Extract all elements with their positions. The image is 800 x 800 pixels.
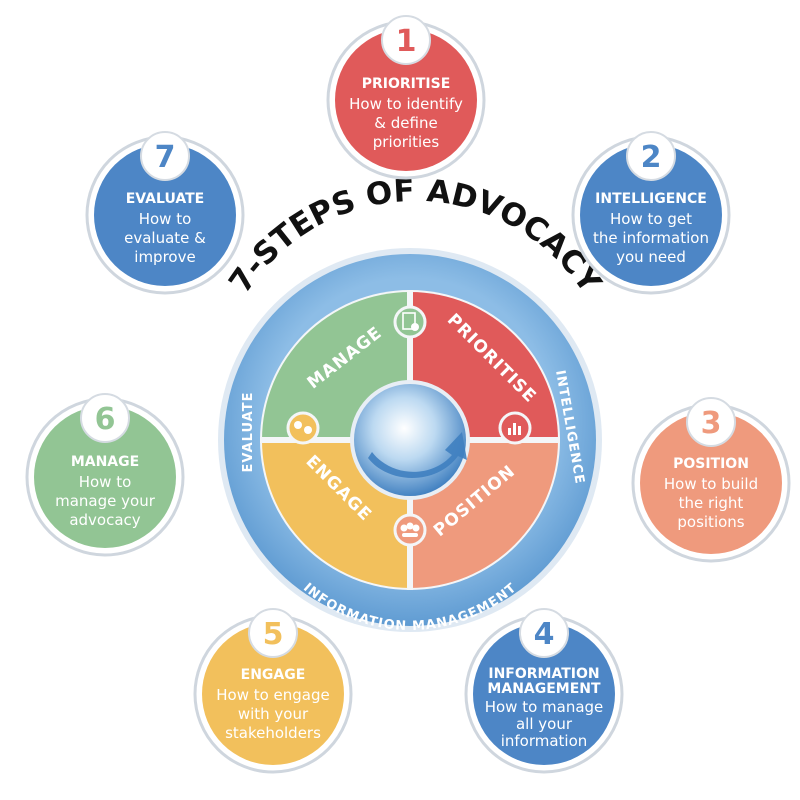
step-3-card: 3 POSITION How to build the right positi… [631,397,791,563]
step-7-line-2: evaluate & [124,229,206,247]
step-6-line-1: How to [79,473,132,491]
step-4-card: 4 INFORMATION MANAGEMENT How to manage a… [464,608,624,774]
ring-label-evaluate: EVALUATE [241,392,256,473]
step-2-title: INTELLIGENCE [595,191,707,207]
step-3-title: POSITION [673,456,749,472]
step-6-line-2: manage your [55,492,156,510]
step-7-card: 7 EVALUATE How to evaluate & improve [85,131,245,295]
step-1-line-1: How to identify [349,95,463,113]
checklist-icon [393,305,427,339]
step-4-title-line-1: INFORMATION [488,666,599,682]
step-1-number: 1 [396,24,417,59]
step-4-line-2: all your [516,715,573,733]
step-4-line-3: information [501,732,588,750]
step-4-line-1: How to manage [485,698,604,716]
step-3-line-2: the right [679,494,744,512]
step-2-number: 2 [641,140,662,175]
step-4-title-line-2: MANAGEMENT [487,681,601,697]
step-7-line-3: improve [134,248,195,266]
people-icon [286,411,320,445]
step-6-title: MANAGE [71,454,139,470]
step-3-number: 3 [701,406,722,441]
step-3-line-3: positions [677,513,744,531]
chart-icon [498,411,532,445]
step-1-card: 1 PRIORITISE How to identify & define pr… [326,15,486,180]
step-6-number: 6 [95,402,116,437]
step-2-line-3: you need [616,248,686,266]
step-7-number: 7 [155,140,176,175]
step-5-card: 5 ENGAGE How to engage with your stakeho… [193,608,353,774]
step-5-title: ENGAGE [241,667,306,683]
central-wheel: MANAGE PRIORITISE ENGAGE POSITION EVALUA… [218,248,602,634]
step-1-title: PRIORITISE [362,76,451,92]
step-5-line-1: How to engage [216,686,330,704]
step-5-line-3: stakeholders [225,724,321,742]
step-2-card: 2 INTELLIGENCE How to get the informatio… [571,131,731,295]
step-5-number: 5 [263,617,284,652]
step-4-number: 4 [534,617,555,652]
team-icon [393,513,427,547]
step-5-line-2: with your [238,705,309,723]
cycle-arrow-icon [368,432,467,478]
step-7-title: EVALUATE [126,191,205,207]
center-sphere [350,380,470,500]
step-3-line-1: How to build [664,475,758,493]
step-1-line-2: & define [374,114,437,132]
step-2-line-2: the information [593,229,709,247]
step-6-line-3: advocacy [69,511,140,529]
step-1-line-3: priorities [373,133,440,151]
step-6-card: 6 MANAGE How to manage your advocacy [25,393,185,557]
step-7-line-1: How to [139,210,192,228]
step-2-line-1: How to get [610,210,692,228]
